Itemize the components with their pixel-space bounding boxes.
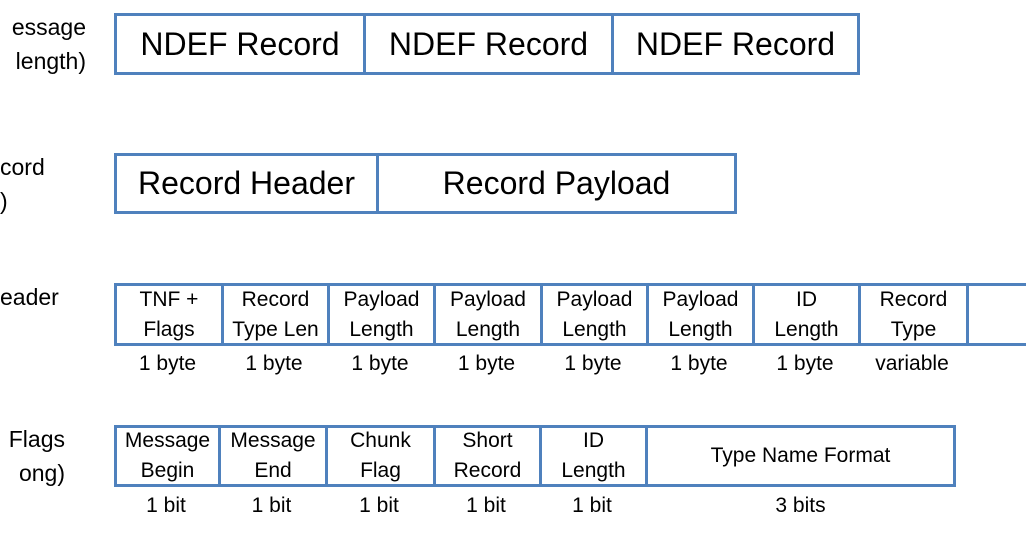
ndef-record-cell: NDEF Record [117,16,366,72]
header-label: eader [0,280,59,314]
bit-size-label: 1 bit [146,494,186,517]
ndef-record-cell: NDEF Record [366,16,614,72]
message-label: essage length) [12,10,86,78]
size-label: 1 byte [670,352,728,375]
header-label-line1: eader [0,284,59,310]
record-label-line2: ) [0,188,8,214]
header-field-tnf-flags: TNF +Flags [117,286,224,343]
ndef-message-row: NDEF Record NDEF Record NDEF Record [114,13,860,75]
size-label: variable [875,352,949,375]
size-label: 1 byte [564,352,622,375]
size-label: 1 byte [351,352,409,375]
size-label: 1 byte [245,352,303,375]
message-label-line1: essage [11,14,86,40]
bit-size-label: 1 bit [466,494,506,517]
bit-size-label: 1 bit [572,494,612,517]
ndef-record-cell: NDEF Record [635,25,836,62]
header-field-cropped [969,286,1026,343]
bit-size-label: 3 bits [775,494,826,517]
ndef-record-row: Record Header Record Payload [114,153,737,214]
flags-label: Flags ong) [9,422,65,490]
size-label: 1 byte [776,352,834,375]
record-label-line1: cord [0,154,45,180]
message-label-line2: length) [15,48,86,74]
record-header-cell: Record Header [117,156,379,211]
header-size-row: 1 byte 1 byte 1 byte 1 byte 1 byte 1 byt… [114,352,1026,376]
size-label: 1 byte [457,352,516,375]
record-label: cord ) [0,150,45,218]
flags-label-line1: Flags [8,426,65,452]
flags-size-row: 1 bit 1 bit 1 bit 1 bit 1 bit 3 bits [114,494,956,518]
bit-size-label: 1 bit [359,494,399,517]
size-label: 1 byte [138,352,197,375]
record-payload-cell: Record Payload [442,165,671,201]
size-label: v [966,352,1026,376]
flags-label-line2: ong) [18,460,65,486]
type-name-format: Type Name Format [710,444,891,467]
bit-size-label: 1 bit [251,494,292,517]
